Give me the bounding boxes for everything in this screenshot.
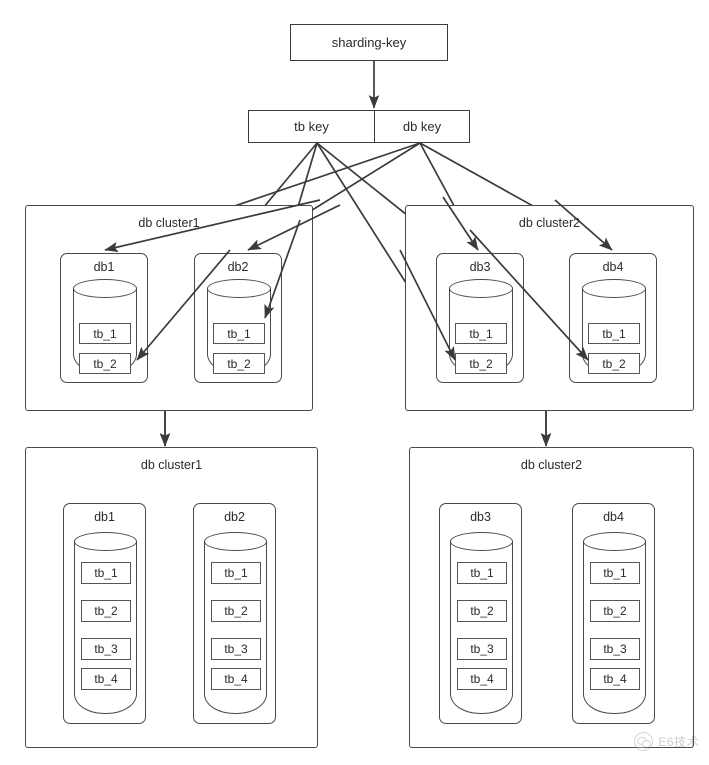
bottom-db-db1-table-2[interactable]: tb_2 (81, 600, 131, 622)
table-label: tb_2 (469, 356, 493, 371)
tb-key-node[interactable]: tb key (248, 110, 375, 143)
edge-tbkey-to-db3-tb2-over (399, 249, 456, 361)
bottom-db-db3-label: db3 (470, 510, 491, 524)
bottom-db-db2[interactable]: db2 tb_1 tb_2 tb_3 tb_4 (193, 503, 276, 724)
table-label: tb_2 (603, 604, 627, 618)
table-label: tb_1 (93, 326, 117, 341)
bottom-db-db2-table-1[interactable]: tb_1 (211, 562, 261, 584)
sharding-key-label: sharding-key (331, 35, 407, 50)
bottom-db-db1-label: db1 (94, 510, 115, 524)
db-key-node[interactable]: db key (374, 110, 470, 143)
edge-dbkey-to-db2-over (247, 204, 341, 251)
sharding-key-node[interactable]: sharding-key (290, 24, 448, 61)
bottom-db-db2-table-3[interactable]: tb_3 (211, 638, 261, 660)
bottom-cluster-1[interactable]: db cluster1 db1 tb_1 tb_2 tb_3 tb_4 db2 (25, 447, 318, 748)
bottom-db-db2-table-4[interactable]: tb_4 (211, 668, 261, 690)
top-db-db4-label: db4 (602, 260, 624, 274)
table-label: tb_3 (470, 642, 494, 656)
edge-tbkey-to-db1-tb2-over (136, 249, 231, 361)
bottom-db-db4-label: db4 (603, 510, 624, 524)
table-label: tb_4 (470, 672, 494, 686)
edge-tbkey-to-db2-tb1-over (264, 219, 301, 319)
top-db-db3-label: db3 (469, 260, 491, 274)
top-db-db4-table-2[interactable]: tb_2 (588, 353, 640, 374)
table-label: tb_4 (603, 672, 627, 686)
top-cluster-1[interactable]: db cluster1 db1 tb_1 tb_2 db2 tb_1 (25, 205, 313, 411)
bottom-db-db1-table-4[interactable]: tb_4 (81, 668, 131, 690)
top-cluster-2[interactable]: db cluster2 db3 tb_1 tb_2 db4 tb_1 (405, 205, 694, 411)
watermark-text: E6技术 (658, 735, 699, 749)
tb-key-label: tb key (294, 119, 329, 134)
top-db-db4[interactable]: db4 tb_1 tb_2 (569, 253, 657, 383)
edge-dbkey-to-db3-over (442, 196, 479, 251)
top-db-db1-table-2[interactable]: tb_2 (79, 353, 131, 374)
bottom-db-db1-table-1[interactable]: tb_1 (81, 562, 131, 584)
edge-dbkey-to-db4-over (554, 199, 613, 251)
top-db-db1[interactable]: db1 tb_1 tb_2 (60, 253, 148, 383)
table-label: tb_1 (470, 566, 494, 580)
table-label: tb_1 (94, 566, 118, 580)
bottom-db-db4[interactable]: db4 tb_1 tb_2 tb_3 tb_4 (572, 503, 655, 724)
bottom-db-db4-table-3[interactable]: tb_3 (590, 638, 640, 660)
bottom-db-db3-table-2[interactable]: tb_2 (457, 600, 507, 622)
bottom-cluster-2-label: db cluster2 (520, 458, 583, 472)
wechat-icon (634, 732, 654, 751)
bottom-db-db4-table-1[interactable]: tb_1 (590, 562, 640, 584)
table-label: tb_2 (227, 356, 251, 371)
table-label: tb_2 (94, 604, 118, 618)
table-label: tb_2 (93, 356, 117, 371)
bottom-db-db2-table-2[interactable]: tb_2 (211, 600, 261, 622)
bottom-cluster-2[interactable]: db cluster2 db3 tb_1 tb_2 tb_3 tb_4 db4 (409, 447, 694, 748)
table-label: tb_1 (227, 326, 251, 341)
table-label: tb_1 (602, 326, 626, 341)
top-db-db4-table-1[interactable]: tb_1 (588, 323, 640, 344)
top-db-db1-table-1[interactable]: tb_1 (79, 323, 131, 344)
top-cluster-2-label: db cluster2 (518, 216, 581, 230)
bottom-db-db4-table-4[interactable]: tb_4 (590, 668, 640, 690)
bottom-cluster-1-label: db cluster1 (140, 458, 203, 472)
top-db-db3-table-1[interactable]: tb_1 (455, 323, 507, 344)
table-label: tb_2 (470, 604, 494, 618)
top-db-db1-label: db1 (93, 260, 115, 274)
table-label: tb_3 (94, 642, 118, 656)
table-label: tb_1 (224, 566, 248, 580)
top-db-db3[interactable]: db3 tb_1 tb_2 (436, 253, 524, 383)
table-label: tb_1 (603, 566, 627, 580)
watermark: E6技术 (634, 732, 699, 751)
top-db-db2-table-1[interactable]: tb_1 (213, 323, 265, 344)
table-label: tb_1 (469, 326, 493, 341)
top-db-db3-table-2[interactable]: tb_2 (455, 353, 507, 374)
table-label: tb_2 (224, 604, 248, 618)
bottom-db-db3-table-1[interactable]: tb_1 (457, 562, 507, 584)
bottom-db-db1[interactable]: db1 tb_1 tb_2 tb_3 tb_4 (63, 503, 146, 724)
table-label: tb_2 (602, 356, 626, 371)
edge-dbkey-to-db1-over (104, 199, 321, 253)
bottom-db-db4-table-2[interactable]: tb_2 (590, 600, 640, 622)
table-label: tb_4 (224, 672, 248, 686)
bottom-db-db3-table-4[interactable]: tb_4 (457, 668, 507, 690)
bottom-db-db3[interactable]: db3 tb_1 tb_2 tb_3 tb_4 (439, 503, 522, 724)
db-key-label: db key (402, 119, 442, 134)
bottom-db-db1-table-3[interactable]: tb_3 (81, 638, 131, 660)
bottom-db-db3-table-3[interactable]: tb_3 (457, 638, 507, 660)
table-label: tb_3 (224, 642, 248, 656)
table-label: tb_3 (603, 642, 627, 656)
bottom-db-db2-label: db2 (224, 510, 245, 524)
top-db-db2-table-2[interactable]: tb_2 (213, 353, 265, 374)
edge-tbkey-to-db4-tb2-over (469, 229, 589, 361)
table-label: tb_4 (94, 672, 118, 686)
top-cluster-1-label: db cluster1 (138, 216, 200, 230)
top-db-db2-label: db2 (227, 260, 249, 274)
